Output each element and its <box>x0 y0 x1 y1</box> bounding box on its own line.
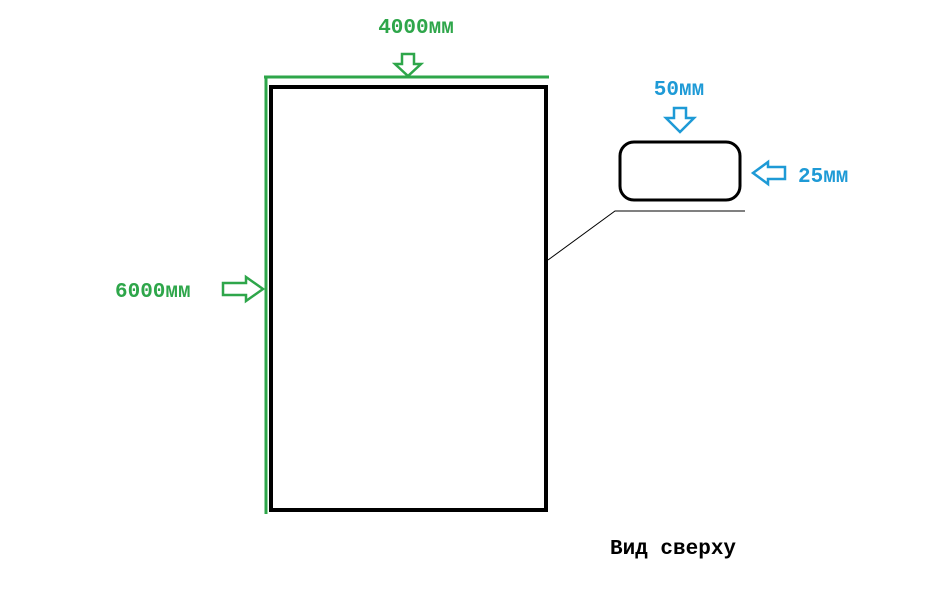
view-caption: Вид сверху <box>610 538 736 561</box>
height-label: 6000мм <box>115 281 191 304</box>
arrow-right-icon <box>221 274 266 304</box>
arrow-down-icon <box>662 106 698 134</box>
width-label: 4000мм <box>378 17 454 40</box>
leader-line <box>547 210 745 261</box>
profile-section <box>618 140 742 202</box>
arrow-left-icon <box>750 159 787 187</box>
arrow-down-icon <box>391 52 425 78</box>
profile-height-label: 25мм <box>798 166 848 189</box>
profile-width-label: 50мм <box>654 79 704 102</box>
panel-outline <box>269 85 548 512</box>
